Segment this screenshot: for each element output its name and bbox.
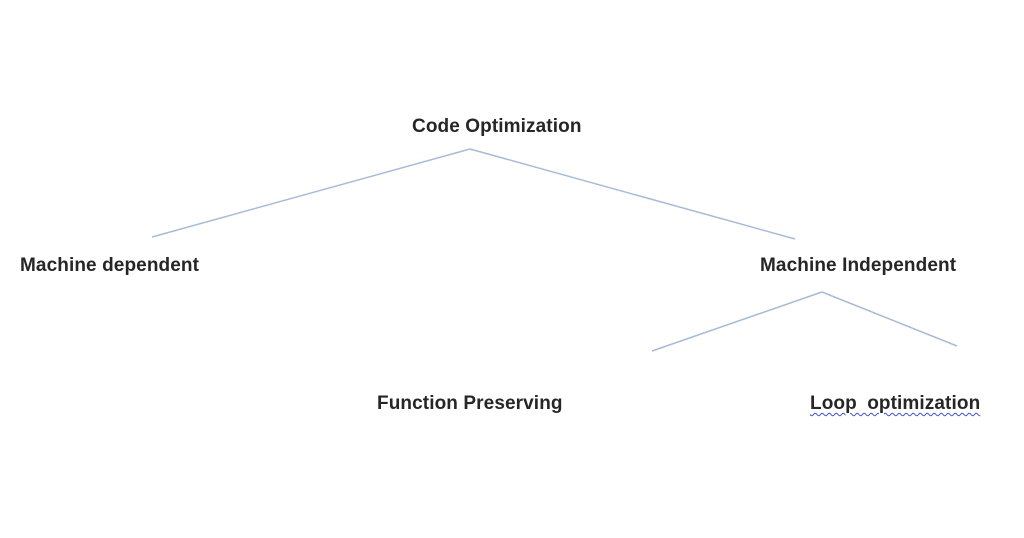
connector-machine-independent-to-loop-optimization (821, 291, 958, 347)
node-code-optimization: Code Optimization (412, 116, 582, 137)
connector-root-to-machine-dependent (151, 148, 471, 238)
connector-root-to-machine-independent (469, 148, 796, 240)
connector-machine-independent-to-function-preserving (651, 291, 823, 352)
node-machine-dependent: Machine dependent (20, 255, 200, 276)
node-function-preserving: Function Preserving (377, 393, 563, 414)
node-machine-independent: Machine Independent (760, 255, 957, 276)
node-loop-optimization: Loop optimization (810, 393, 981, 414)
